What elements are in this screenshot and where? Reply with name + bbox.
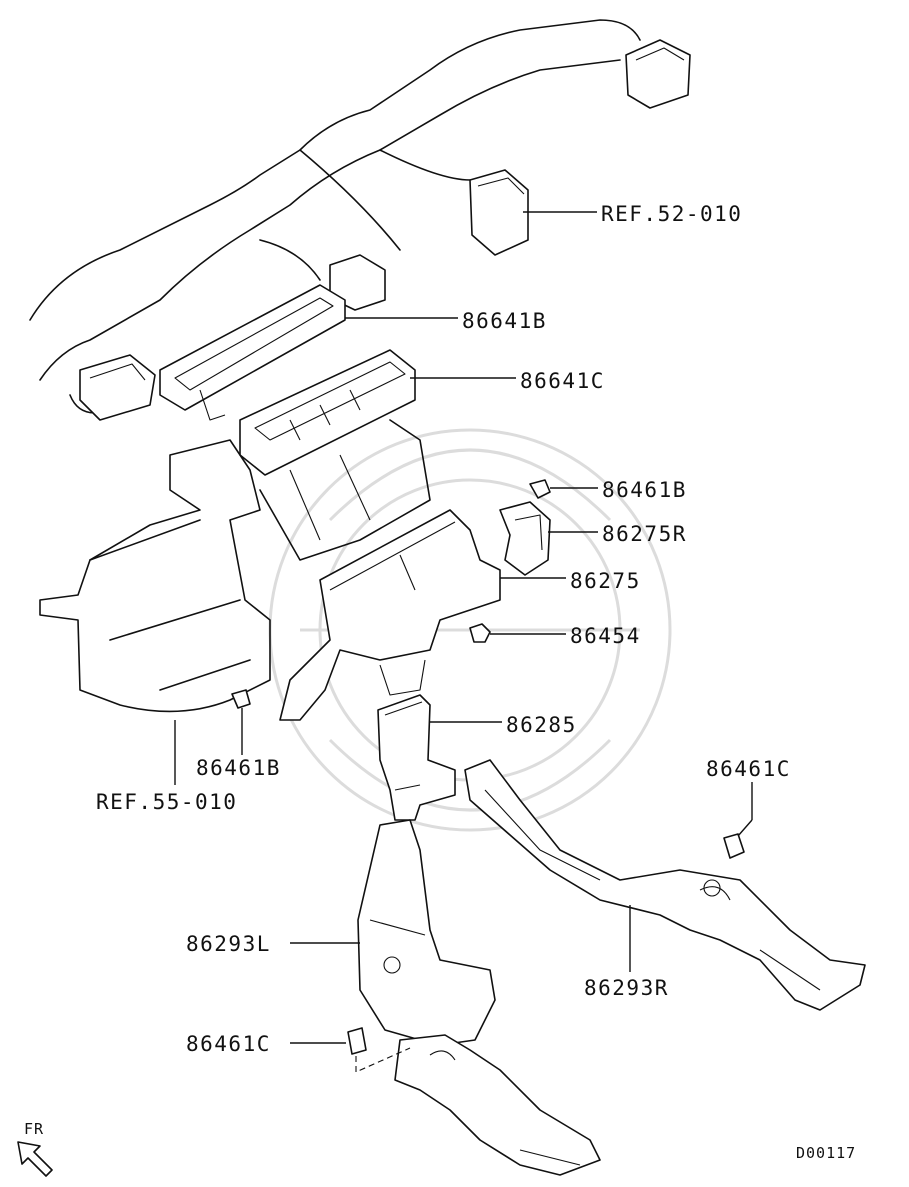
screw-86461b-top [529,479,551,499]
ref-55-label: REF.55-010 [96,790,237,814]
part-86293r-label: 86293R [584,976,669,1000]
diagram-id-label: D00117 [796,1144,856,1162]
rear-duct-86293r [464,759,866,1011]
screw-86461c-right [723,833,745,859]
duct-86275 [279,509,501,721]
duct-86285 [377,694,456,821]
part-86641b-label: 86641B [462,309,547,333]
front-direction-indicator: FR [17,1120,53,1177]
part-86461c-right-label: 86461C [706,757,791,781]
part-86461b-left-label: 86461B [196,756,281,780]
part-86461b-top-label: 86461B [602,478,687,502]
part-86461c-bottom-label: 86461C [186,1032,271,1056]
leader-lines [174,211,753,1044]
screws [231,479,745,1073]
screw-86454 [469,623,491,643]
screw-86461b-left [231,689,251,709]
front-arrow-icon [17,1141,53,1177]
part-86454-label: 86454 [570,624,641,648]
ref-52-label: REF.52-010 [601,202,742,226]
defroster-duct [29,19,691,421]
vent-grille-86641b [159,284,346,421]
part-86275r-label: 86275R [602,522,687,546]
fr-label: FR [24,1120,44,1138]
screw-86461c-bottom [347,1027,367,1055]
vent-grille-86641c [239,349,416,476]
part-86275-label: 86275 [570,569,641,593]
bracket-86275r [499,501,551,576]
part-86641c-label: 86641C [520,369,605,393]
part-86285-label: 86285 [506,713,577,737]
part-86293l-label: 86293L [186,932,271,956]
rear-duct-86293l [357,819,601,1176]
heater-unit [39,419,431,713]
